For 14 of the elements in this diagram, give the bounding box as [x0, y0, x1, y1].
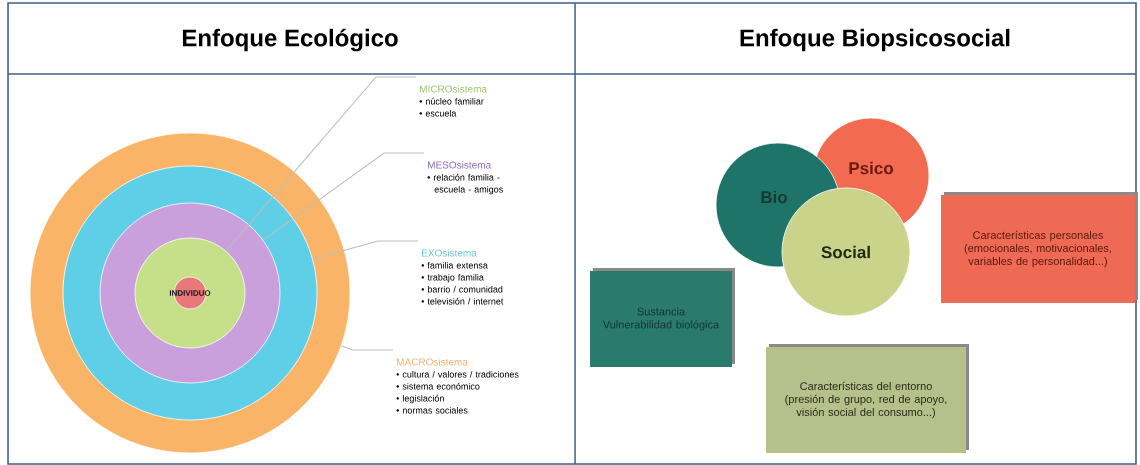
- leader-line: [340, 345, 394, 351]
- factor-box: Características del entorno (presión de grupo, red de apoyo, visión social del consumo...): [766, 344, 969, 453]
- system-list: MICROsistema • núcleo familiar • escuela: [419, 85, 487, 117]
- factor-box: Sustancia Vulnerabilidad biológica: [590, 268, 735, 367]
- leader-line: [262, 152, 425, 241]
- system-ring: [134, 237, 246, 349]
- factor-box: Características personales (emocionales, motivacionales, variables de personalidad...): [941, 192, 1138, 303]
- system-list: MESOsistema • relación familia - escuela - amigos: [427, 161, 503, 195]
- leader-line: [225, 76, 417, 252]
- system-list: MACROsistema • cultura / valores / tradiciones • sistema económico • legislación • normas sociales: [396, 358, 519, 414]
- system-list: EXOsistema • familia extensa • trabajo familia • barrio / comunidad • televisión / internet: [421, 249, 504, 305]
- column-heading: Enfoque Ecológico: [182, 28, 398, 52]
- leader-line: [312, 240, 419, 260]
- column-heading: Enfoque Biopsicosocial: [740, 28, 1010, 52]
